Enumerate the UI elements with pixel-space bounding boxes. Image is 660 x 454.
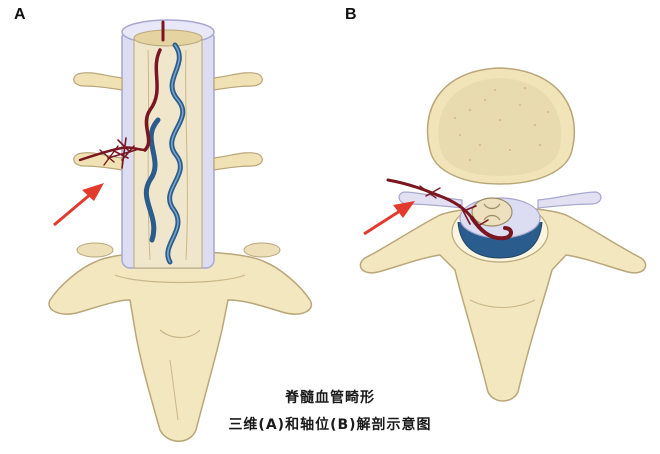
vertebral-body-b	[426, 67, 576, 185]
figure-caption-subtitle: 三维(A)和轴位(B)解剖示意图	[228, 417, 432, 433]
panel-b-label: B	[345, 6, 357, 23]
nerve-roots-b	[398, 191, 602, 209]
panel-a-drawing	[48, 19, 313, 442]
figure-caption-title: 脊髓血管畸形	[285, 390, 375, 406]
lesion-arrow-a	[53, 183, 104, 227]
panel-b-drawing	[359, 67, 647, 402]
vertebral-arch-b	[359, 206, 647, 402]
dural-sac-a	[121, 19, 215, 269]
arteriovenous-nidus-b	[386, 178, 513, 241]
vertebra-lower-a	[48, 242, 313, 442]
arteriovenous-nidus-a	[78, 20, 165, 169]
panel-a-label: A	[14, 6, 26, 23]
lesion-arrow-b	[363, 201, 415, 236]
nerve-roots-a	[73, 72, 263, 171]
spinal-cord-b	[471, 197, 513, 227]
